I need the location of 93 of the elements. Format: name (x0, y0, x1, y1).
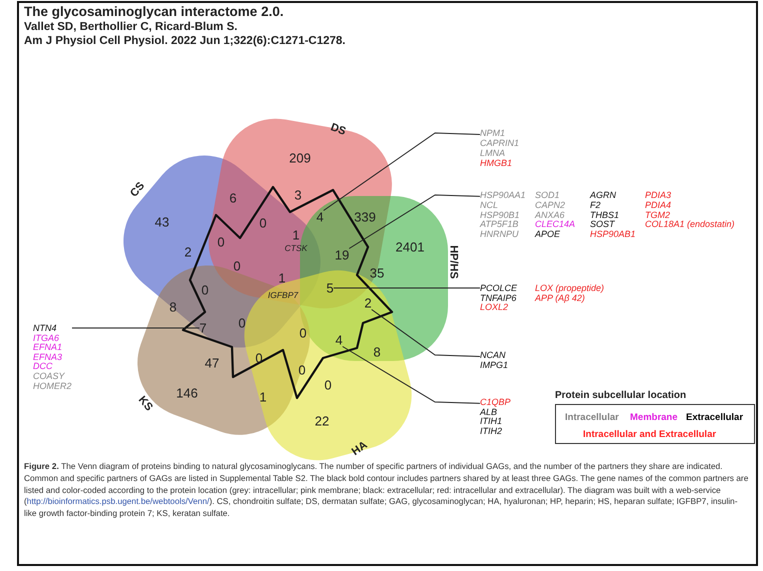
gene-name: HOMER2 (33, 382, 72, 391)
region-count: 146 (176, 386, 198, 400)
region-count: 0 (324, 378, 332, 392)
region-count: 0 (298, 364, 306, 376)
region-count: 47 (204, 356, 220, 370)
gene-name: ITIH2 (480, 427, 502, 436)
legend-entry: Intracellular (565, 412, 619, 423)
region-count: 0 (259, 216, 267, 230)
link: http://bioinformatics.psb.ugent.be/webtools/Venn/ (26, 496, 210, 506)
region-count: 4 (316, 210, 324, 224)
set-label: KS (136, 394, 154, 414)
region-count: 339 (354, 210, 376, 224)
region-count: 22 (314, 414, 330, 428)
gene-name: CAPN2 (535, 200, 566, 210)
leader-line (323, 132, 480, 211)
citation-line: Am J Physiol Cell Physiol. 2022 Jun 1;322(6):C1271-C1278. (24, 35, 346, 47)
gene-name: HSP90B1 (480, 210, 520, 220)
legend-entry: Extracellular (686, 412, 744, 423)
region-count: 0 (217, 236, 225, 248)
region-count: 8 (373, 346, 381, 358)
figure-caption: Figure 2. The Venn diagram of proteins binding to natural glycosaminoglycans. The number of specific partners of individual GAGs, and the number of the partners they share are indicated. Common and specific partners of GAGs are listed in Supplemental Table S2. The black bold contour includes partners shared by at least three GAGs. The gene names of the common partners are listed and color-coded according to the protein location (grey: intracellular; pink membrane; black: extracellular; red: intracellular and extracellular). The diagram was built with a web-service (http://bioinformatics.psb.ugent.be/webtools/Venn/). CS, chondroitin sulfate; DS, dermatan sulfate; GAG, glycosaminoglycan; HA, hyaluronan; HP, heparin; HS, heparan sulfate; IGFBP7, insulin-like growth factor-binding protein 7; KS, keratan sulfate. (24, 461, 750, 520)
region-count: 2 (184, 246, 192, 258)
region-count: 2401 (396, 240, 424, 254)
gene-name: LOX (propeptide) (535, 284, 604, 293)
gene-name: NPM1 (480, 129, 506, 138)
gene-name: HMGB1 (480, 159, 512, 168)
set-label: CS (128, 180, 148, 200)
region-count: 0 (238, 316, 246, 330)
region-count: 4 (335, 334, 343, 346)
gene-name: PCOLCE (480, 284, 518, 293)
region-count: 209 (289, 152, 311, 164)
region-count: 7 (199, 322, 207, 334)
gene-name: TGM2 (645, 210, 670, 220)
gene-name: HSP90AA1 (480, 191, 526, 200)
gene-name: TNFAIP6 (480, 294, 516, 302)
gene-name: LMNA (480, 149, 506, 158)
gene-name: APOE (535, 230, 560, 240)
region-count: 35 (370, 266, 384, 280)
leader-line (371, 309, 480, 357)
gene-name: C1QBP (480, 398, 511, 407)
region-count: 6 (229, 192, 237, 204)
legend-entry: Intracellular and Extracellular (583, 429, 716, 440)
gene-name: AGRN (590, 191, 616, 200)
gene-name: IMPG1 (480, 361, 508, 370)
region-count: 43 (154, 216, 170, 228)
gene-name: NCAN (480, 351, 506, 360)
gene-name: APP (Aβ 42) (535, 294, 585, 302)
gene-name: ALB (480, 408, 498, 417)
author-line: Vallet SD, Berthollier C, Ricard-Blum S. (24, 21, 238, 33)
gene-name: COASY (33, 372, 65, 381)
gene-name: ANXA6 (535, 210, 565, 220)
gene-name: COL18A1 (endostatin) (645, 220, 735, 230)
region-count: 0 (299, 326, 307, 340)
gene-name: NCL (480, 200, 498, 210)
gene-name: NTN4 (33, 324, 57, 333)
legend-title: Protein subcellular location (555, 390, 686, 401)
legend-entry: Membrane (630, 412, 678, 423)
gene-name: PDIA3 (645, 191, 672, 200)
gene-name: EFNA1 (33, 343, 62, 352)
region-count: 0 (233, 260, 241, 272)
gene-name: CLEC14A (535, 220, 576, 230)
gene-name: HNRNPU (480, 230, 519, 240)
gene-name: ITIH1 (480, 417, 502, 426)
region-count: 3 (294, 188, 302, 202)
region-count: 0 (255, 352, 263, 364)
region-count: 5 (326, 282, 334, 294)
region-count: 0 (201, 284, 209, 296)
region-count: 8 (169, 300, 177, 314)
region-count: 2 (364, 296, 372, 310)
leader-line (348, 194, 480, 249)
leader-line (342, 346, 480, 404)
gene-name: THBS1 (590, 210, 620, 220)
set-label: DS (328, 122, 348, 138)
gene-name: SOST (590, 220, 615, 230)
gene-name: EFNA3 (33, 352, 62, 362)
region-count: 1 (278, 272, 286, 284)
set-label: HA (350, 440, 370, 458)
gene-name: CAPRIN1 (480, 139, 520, 148)
region-count: 19 (334, 248, 350, 262)
gene-name: IGFBP7 (268, 290, 298, 300)
gene-name: F2 (590, 200, 601, 210)
gene-name: PDIA4 (645, 200, 672, 210)
title: The glycosaminoglycan interactome 2.0. (24, 4, 284, 19)
gene-name: ATP5F1B (480, 220, 518, 230)
gene-name: DCC (33, 362, 52, 372)
region-count: 1 (292, 228, 300, 242)
gene-name: HSP90AB1 (590, 230, 636, 240)
set-label: HP/HS (448, 245, 458, 279)
gene-name: CTSK (284, 244, 308, 252)
gene-name: LOXL2 (480, 303, 508, 312)
gene-name: ITGA6 (33, 334, 60, 343)
gene-name: SOD1 (535, 191, 560, 200)
region-count: 1 (259, 390, 267, 404)
